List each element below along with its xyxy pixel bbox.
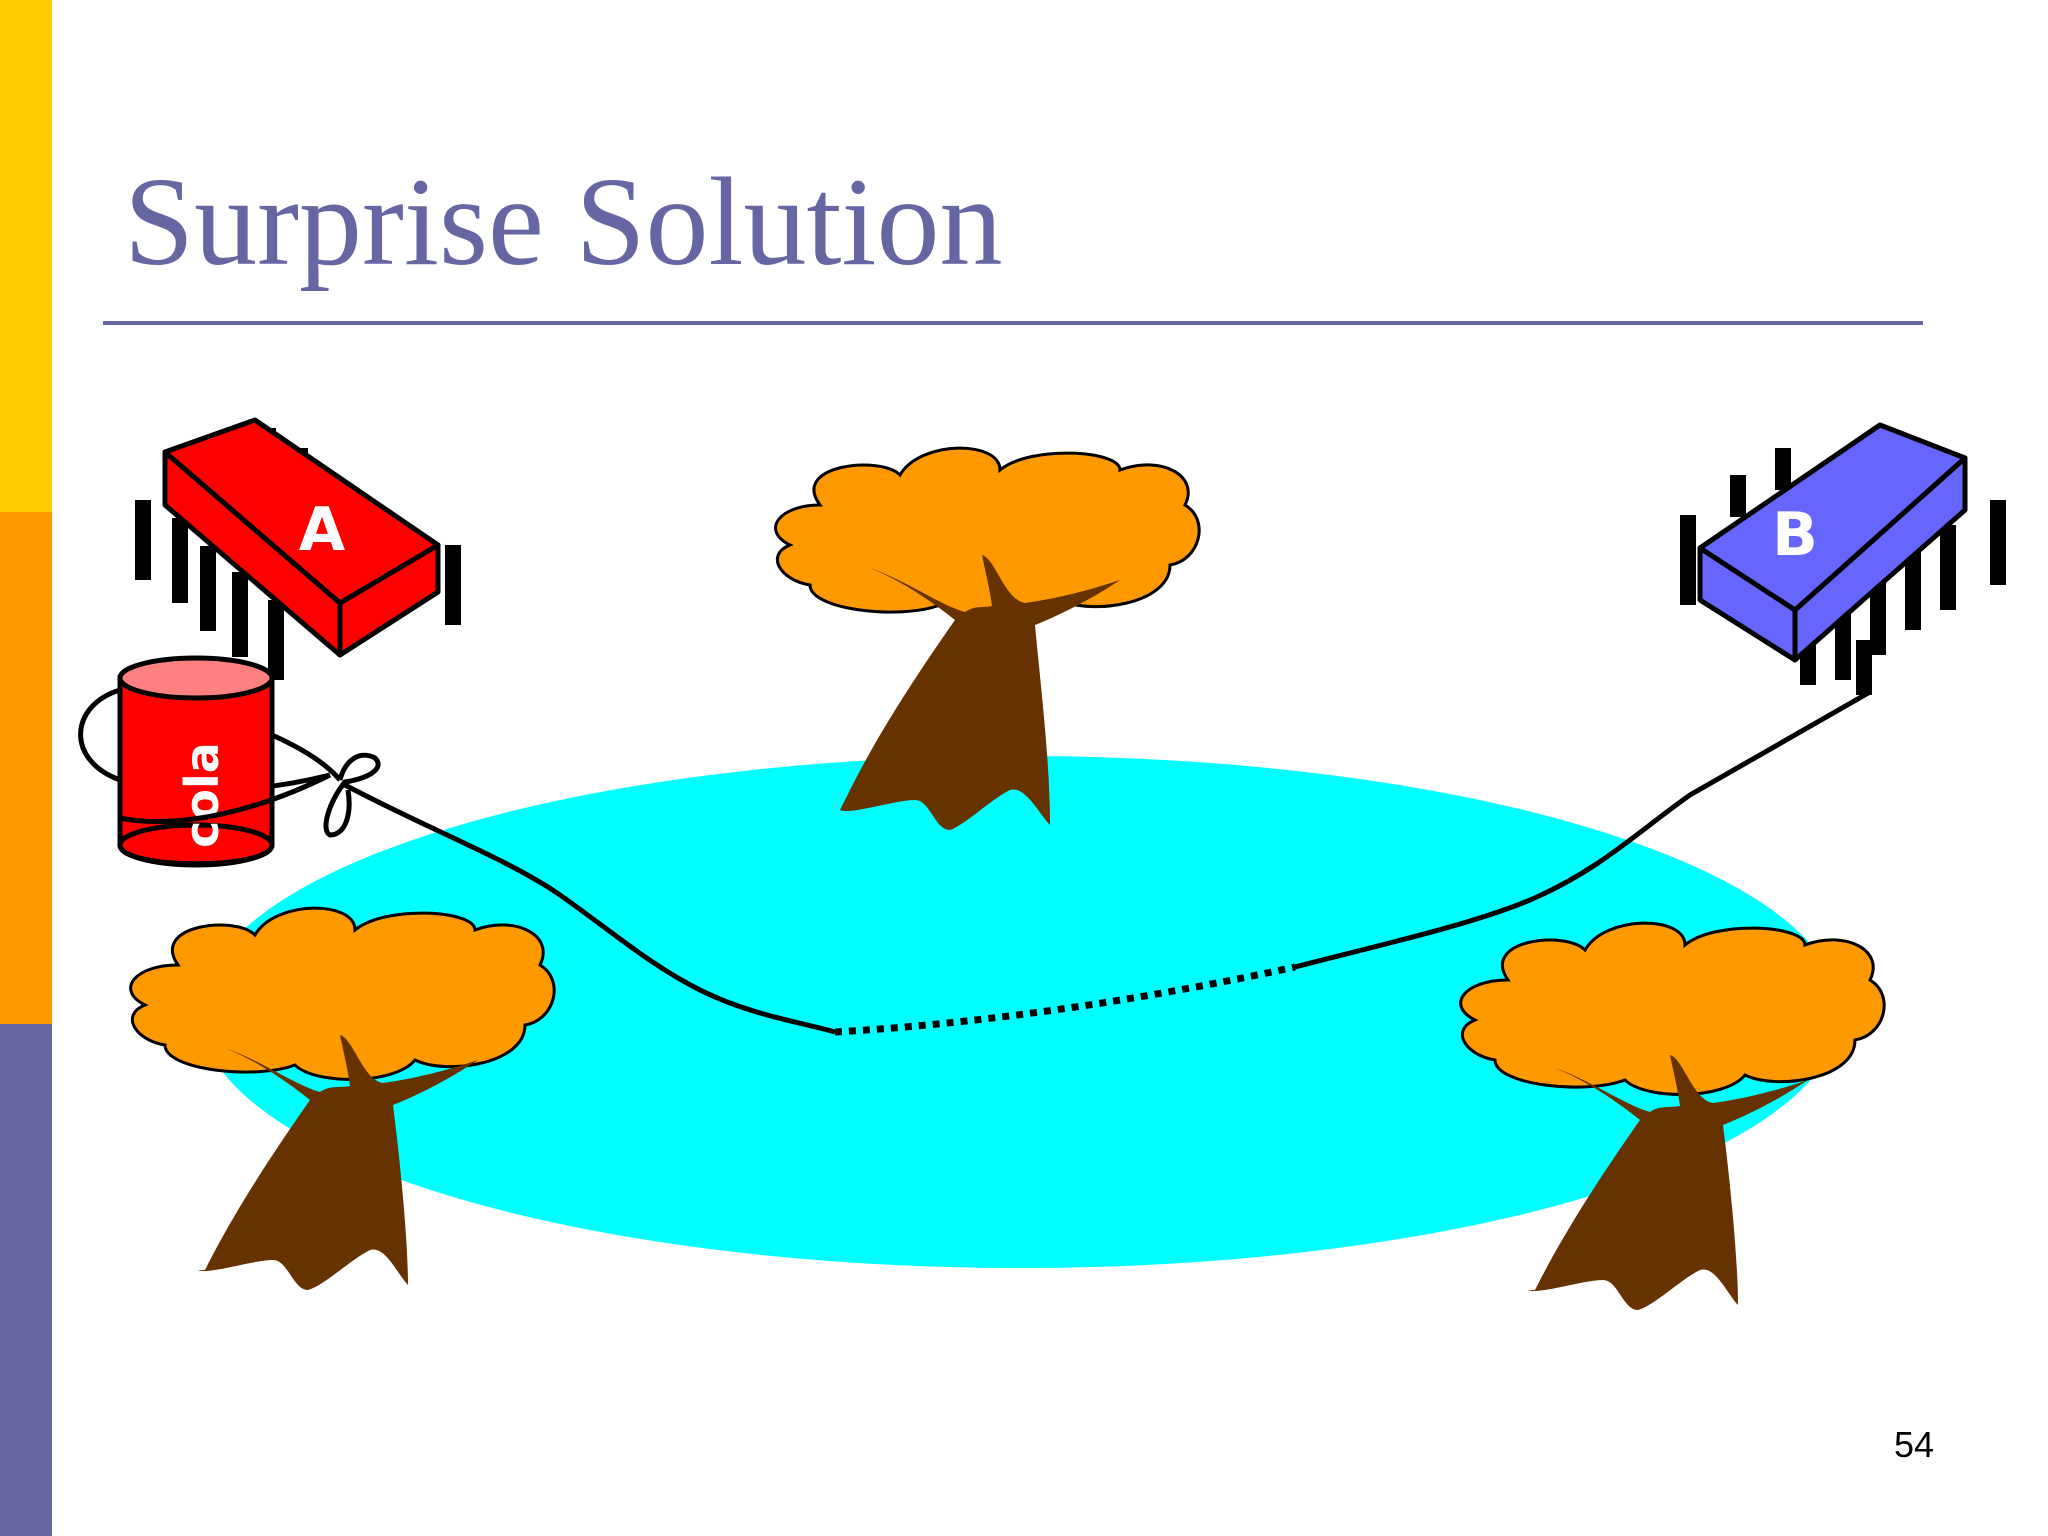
rope-knot: [323, 752, 381, 838]
robot-b-label: B: [1772, 500, 1818, 570]
side-bar-orange: [0, 512, 52, 1024]
title-underline: [103, 321, 1923, 325]
rope-dotted-segment: [834, 963, 1296, 1036]
side-bar-purple: [0, 1024, 52, 1536]
rope-left-segment: [343, 782, 836, 1035]
tree-bottom-left: [129, 906, 556, 1290]
robot-b-top: [1697, 422, 1968, 613]
tree-center: [774, 446, 1201, 830]
tree-trunk: [1528, 1055, 1808, 1310]
tree-canopy: [129, 906, 556, 1081]
rope-loop-front: [119, 772, 332, 824]
tree-canopy: [1459, 921, 1886, 1096]
robot-a: A: [135, 417, 461, 680]
side-bar-yellow: [0, 0, 52, 512]
robot-b: B: [1680, 422, 2006, 695]
robot-a-top: [162, 417, 441, 606]
cola-can: cola: [78, 655, 381, 868]
cola-can-label: cola: [175, 742, 229, 848]
tree-bottom-right: [1459, 921, 1886, 1310]
cola-can-top: [117, 655, 275, 701]
tree-canopy: [774, 446, 1201, 621]
tree-trunk: [198, 1035, 478, 1290]
rope-to-knot: [270, 732, 342, 782]
cola-can-bottom-edge: [117, 822, 275, 868]
rope-right-segment: [1294, 689, 1872, 970]
page-number: 54: [1893, 1424, 1934, 1465]
tree-trunk: [840, 555, 1120, 830]
robot-a-label: A: [299, 495, 346, 565]
slide-title: Surprise Solution: [124, 153, 1003, 292]
